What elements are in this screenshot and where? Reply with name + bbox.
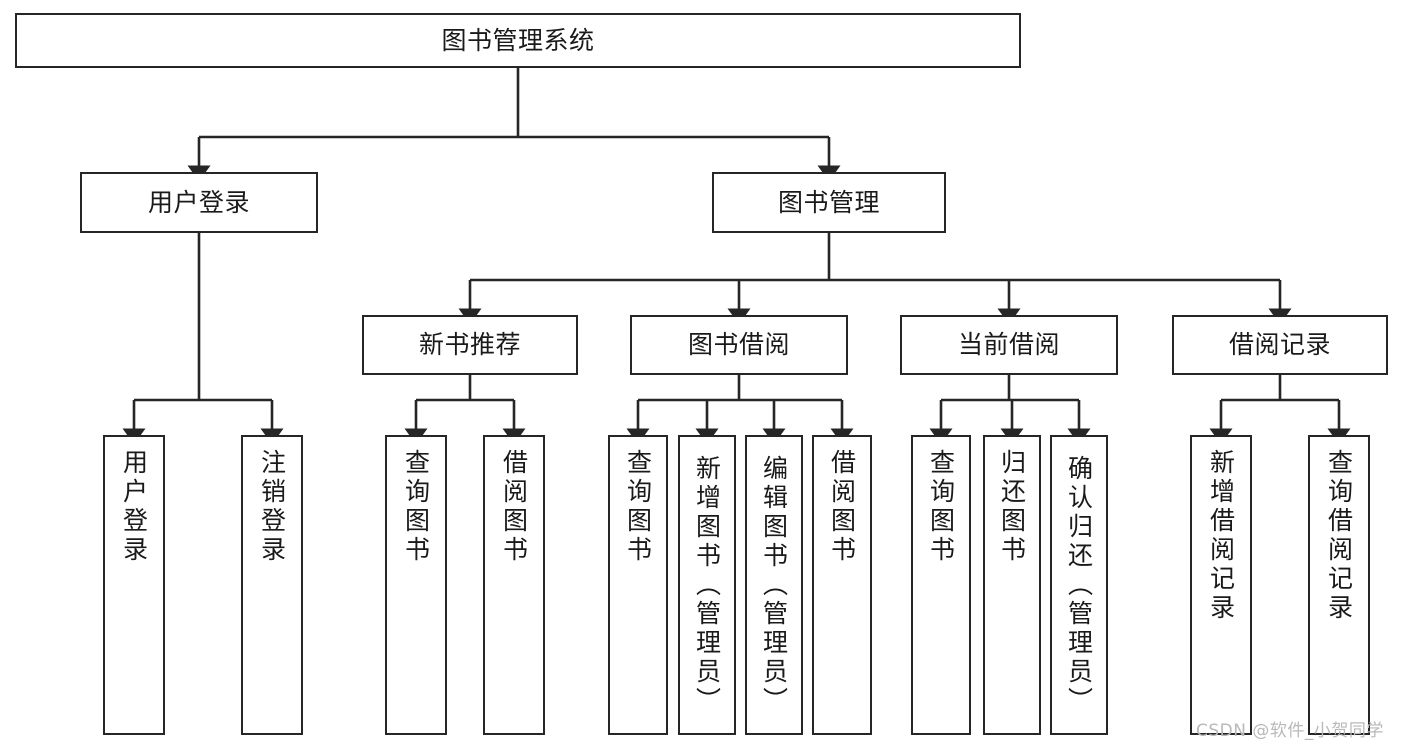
node-root[interactable]: 图书管理系统 (15, 13, 1021, 68)
node-book-borrow[interactable]: 图书借阅 (630, 315, 848, 375)
node-user-login[interactable]: 用户登录 (80, 172, 318, 233)
node-leaf-confirm-return[interactable]: 确认归还（管理员） (1050, 435, 1108, 735)
node-label: 借阅图书 (499, 449, 529, 565)
node-book-manage[interactable]: 图书管理 (712, 172, 946, 233)
node-label: 当前借阅 (957, 330, 1060, 360)
node-label: 新增图书（管理员） (692, 454, 722, 716)
edge-group (122, 68, 1351, 445)
node-leaf-edit-book[interactable]: 编辑图书（管理员） (745, 435, 803, 735)
node-label: 查询借阅记录 (1324, 449, 1354, 623)
node-new-book-rec[interactable]: 新书推荐 (362, 315, 578, 375)
node-label: 注销登录 (257, 449, 287, 565)
node-leaf-user-login[interactable]: 用户登录 (103, 435, 165, 735)
node-label: 确认归还（管理员） (1064, 454, 1094, 716)
node-label: 查询图书 (401, 449, 431, 565)
node-leaf-query-book-2[interactable]: 查询图书 (608, 435, 668, 735)
node-current-borrow[interactable]: 当前借阅 (900, 315, 1118, 375)
node-leaf-query-book-3[interactable]: 查询图书 (911, 435, 971, 735)
node-leaf-borrow-book-2[interactable]: 借阅图书 (812, 435, 872, 735)
node-label: 用户登录 (147, 187, 250, 217)
node-leaf-logout[interactable]: 注销登录 (241, 435, 303, 735)
node-label: 查询图书 (623, 449, 653, 565)
node-label: 归还图书 (997, 449, 1027, 565)
watermark-text: CSDN @软件_小贺同学 (1196, 721, 1384, 741)
node-label: 借阅图书 (827, 449, 857, 565)
node-leaf-add-record[interactable]: 新增借阅记录 (1190, 435, 1252, 735)
node-leaf-borrow-book-1[interactable]: 借阅图书 (483, 435, 545, 735)
node-leaf-query-record[interactable]: 查询借阅记录 (1308, 435, 1370, 735)
node-label: 新增借阅记录 (1206, 449, 1236, 623)
node-label: 新书推荐 (418, 330, 521, 360)
node-leaf-query-book-1[interactable]: 查询图书 (385, 435, 447, 735)
node-label: 编辑图书（管理员） (759, 454, 789, 716)
node-label: 图书管理 (777, 187, 880, 217)
node-borrow-record[interactable]: 借阅记录 (1172, 315, 1388, 375)
node-leaf-return-book[interactable]: 归还图书 (983, 435, 1041, 735)
node-label: 用户登录 (119, 449, 149, 565)
node-leaf-add-book[interactable]: 新增图书（管理员） (678, 435, 736, 735)
node-label: 图书借阅 (687, 330, 790, 360)
node-label: 查询图书 (926, 449, 956, 565)
node-label: 借阅记录 (1228, 330, 1331, 360)
node-label: 图书管理系统 (441, 25, 595, 55)
